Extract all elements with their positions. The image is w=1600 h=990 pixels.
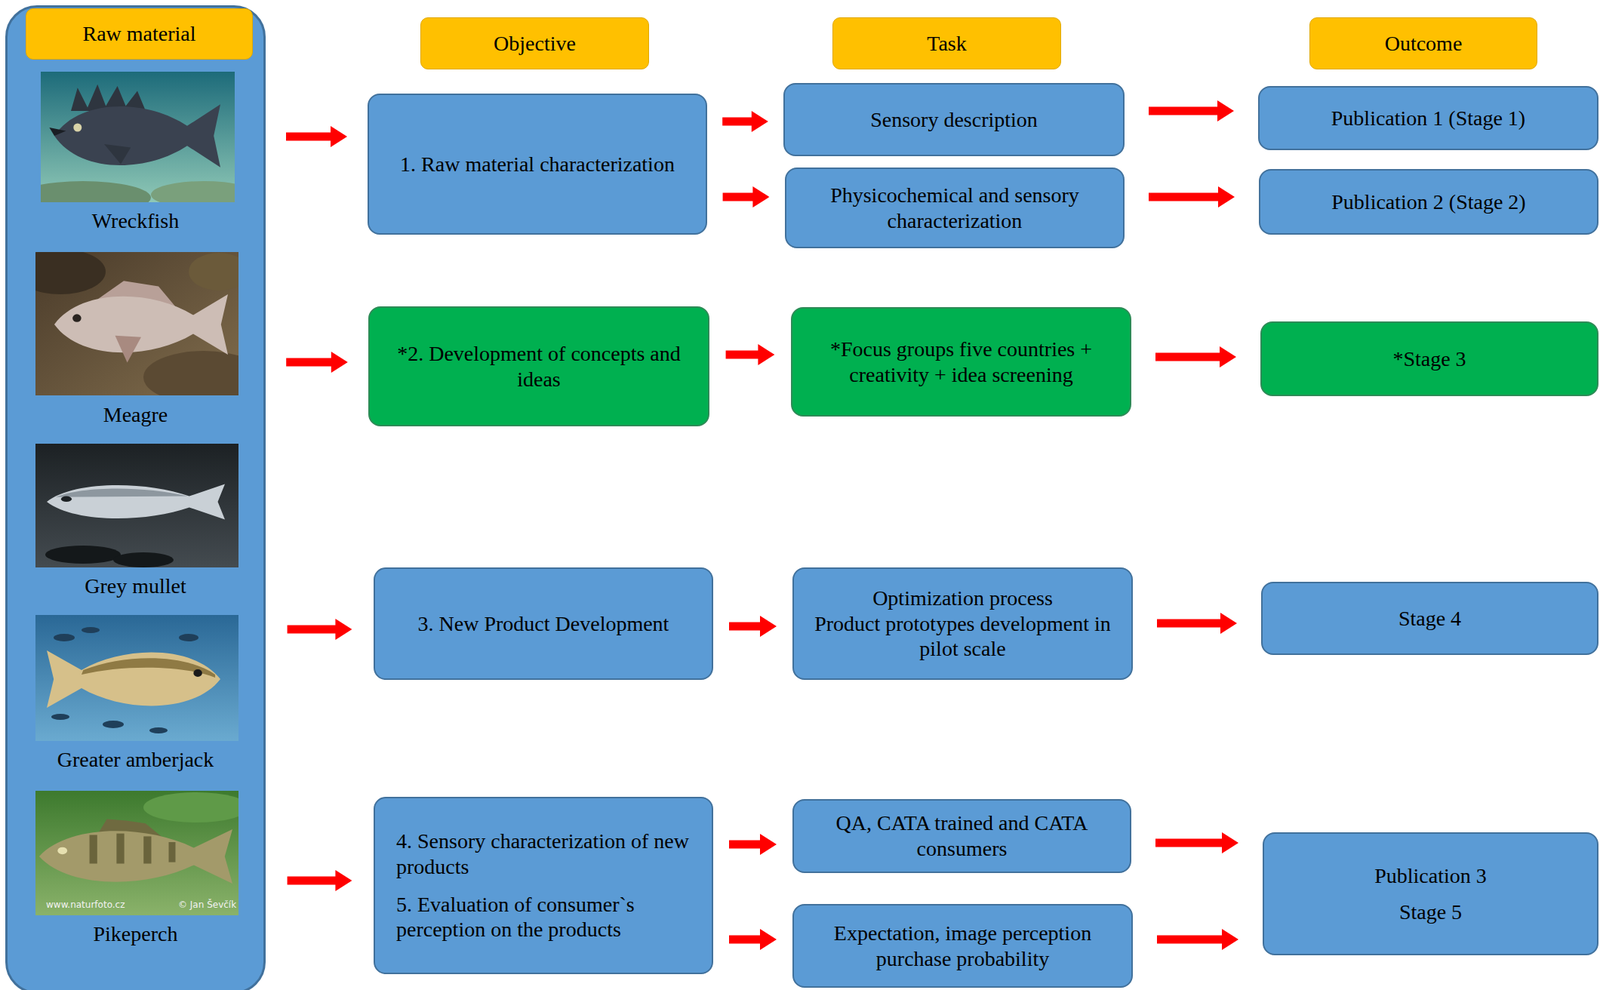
box-text: Stage 5 [1399, 899, 1462, 926]
greater-amberjack-picture [35, 615, 239, 742]
pikeperch-picture [35, 790, 239, 916]
fish-name: Wreckfish [7, 208, 264, 234]
block-arrow [723, 186, 770, 208]
box-text: 3. New Product Development [418, 611, 670, 637]
box-text: Publication 2 (Stage 2) [1331, 189, 1526, 216]
box-text: 4. Sensory characterization of new produ… [396, 828, 691, 880]
header-text: Raw material [82, 21, 196, 47]
block-arrow [729, 615, 777, 637]
block-arrow [286, 351, 348, 373]
fish-name: Greater amberjack [7, 747, 264, 773]
block-arrow [1156, 612, 1237, 634]
fish-name: Meagre [7, 402, 264, 428]
task-box: Sensory description [783, 83, 1125, 157]
block-arrow [1156, 929, 1239, 951]
box-text: *Focus groups five countries + creativit… [807, 336, 1115, 388]
box-text: Publication 1 (Stage 1) [1331, 105, 1526, 132]
raw-material-panel: WreckfishMeagreGrey mulletGreater amberj… [5, 5, 266, 990]
box-text: QA, CATA trained and CATA consumers [809, 810, 1115, 862]
objective-box: 4. Sensory characterization of new produ… [373, 796, 714, 975]
block-arrow [726, 344, 776, 366]
box-text: Sensory description [870, 107, 1038, 133]
task-box: QA, CATA trained and CATA consumers [792, 799, 1132, 874]
objective-box: 1. Raw material characterization [367, 93, 708, 235]
fish-name: Pikeperch [7, 921, 264, 948]
fish-name: Grey mullet [7, 573, 264, 600]
task-box: Expectation, image perception purchase p… [792, 904, 1133, 988]
header-text: Outcome [1384, 30, 1463, 57]
block-arrow [286, 126, 348, 148]
column-header: Task [832, 17, 1062, 70]
outcome-box: Stage 4 [1261, 581, 1599, 656]
block-arrow [729, 833, 777, 856]
block-arrow [287, 870, 353, 892]
task-box: *Focus groups five countries + creativit… [790, 307, 1132, 417]
task-box: Physicochemical and sensory characteriza… [784, 167, 1125, 249]
panel-fill [6, 6, 265, 990]
outcome-box: *Stage 3 [1260, 321, 1599, 397]
box-text: Stage 4 [1398, 606, 1462, 632]
grey-mullet-picture [35, 443, 239, 568]
box-text: 1. Raw material characterization [400, 151, 675, 178]
box-text: *2. Development of concepts and ideas [384, 341, 693, 392]
block-arrow [1155, 832, 1239, 854]
outcome-box: Publication 2 (Stage 2) [1258, 169, 1599, 235]
task-box: Optimization processProduct prototypes d… [792, 567, 1133, 680]
photo-credit: © Jan Ševčík [178, 899, 237, 911]
column-header: Outcome [1309, 17, 1538, 70]
box-text: Product prototypes development in pilot … [809, 611, 1117, 662]
wreckfish-picture [40, 71, 235, 203]
block-arrow [1148, 186, 1235, 208]
block-arrow [1155, 346, 1237, 368]
photo-credit: www.naturfoto.cz [46, 899, 125, 911]
block-arrow [722, 110, 769, 133]
box-text: Publication 3 [1374, 863, 1487, 890]
block-arrow [1148, 100, 1234, 122]
objective-box: 3. New Product Development [373, 567, 714, 680]
column-header: Raw material [25, 8, 253, 60]
box-text: Expectation, image perception purchase p… [809, 920, 1117, 972]
meagre-picture [35, 252, 239, 396]
header-text: Task [926, 30, 967, 57]
objective-box: *2. Development of concepts and ideas [368, 306, 710, 427]
column-header: Objective [420, 17, 650, 70]
block-arrow [729, 929, 777, 951]
block-arrow [287, 618, 353, 640]
box-text: Physicochemical and sensory characteriza… [801, 182, 1108, 234]
box-text: *Stage 3 [1392, 346, 1466, 373]
outcome-box: Publication 3 Stage 5 [1262, 832, 1599, 956]
header-text: Objective [493, 30, 576, 57]
box-text: 5. Evaluation of consumer`s perception o… [396, 892, 691, 943]
outcome-box: Publication 1 (Stage 1) [1258, 86, 1599, 151]
box-text: Optimization process [872, 585, 1053, 612]
